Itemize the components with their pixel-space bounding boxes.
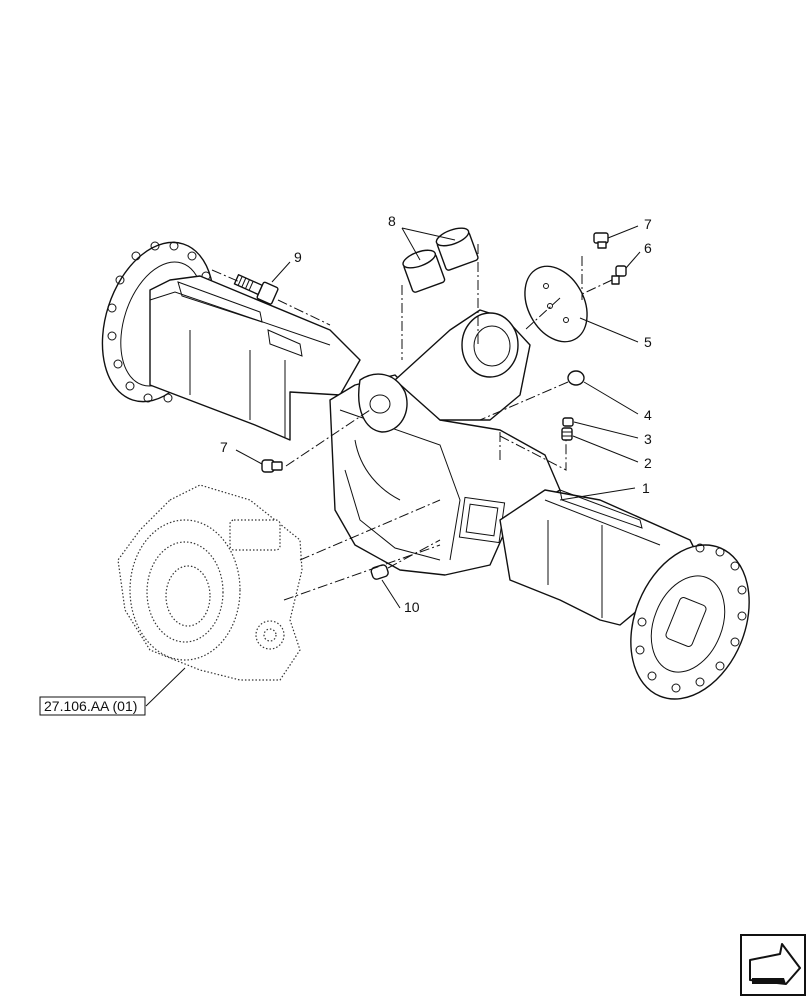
callout-7-left: 7 [220, 439, 263, 465]
callout-number-7-left: 7 [220, 439, 228, 455]
callout-9: 9 [271, 249, 302, 283]
assembly-lines [211, 244, 613, 601]
callout-5: 5 [579, 317, 652, 350]
screw-6 [611, 265, 627, 285]
callout-1: 1 [559, 480, 650, 501]
callout-number-2: 2 [644, 455, 652, 471]
bolt-9 [233, 274, 279, 305]
callout-number-8: 8 [388, 213, 396, 229]
right-flange [630, 543, 750, 700]
callout-number-9: 9 [294, 249, 302, 265]
axle-housing [101, 241, 750, 700]
reference-callout: 27.106.AA (01) [39, 667, 186, 716]
callout-number-3: 3 [644, 431, 652, 447]
callout-number-5: 5 [644, 334, 652, 350]
callout-2: 2 [572, 435, 652, 471]
callout-8: 8 [388, 213, 456, 261]
breather-cap-3 [562, 417, 574, 427]
cover-plate-5 [524, 265, 588, 343]
reference-label: 27.106.AA (01) [44, 698, 137, 714]
bushing-pair [402, 227, 479, 293]
next-page-arrow-icon[interactable] [740, 934, 806, 996]
plug-7-top [593, 232, 609, 249]
callout-10: 10 [381, 579, 420, 615]
callout-6: 6 [625, 240, 652, 269]
nipple-2 [561, 427, 573, 441]
plug-4 [567, 370, 585, 386]
callout-number-10: 10 [404, 599, 420, 615]
left-axle-arm [149, 275, 361, 441]
dowel-pin-10 [370, 564, 389, 580]
plug-7-left [261, 459, 283, 473]
callout-number-1: 1 [642, 480, 650, 496]
callout-number-6: 6 [644, 240, 652, 256]
callout-number-4: 4 [644, 407, 652, 423]
callout-number-7-top: 7 [644, 216, 652, 232]
referenced-drive-assembly [117, 484, 303, 681]
callout-4: 4 [583, 381, 652, 423]
callout-3: 3 [573, 421, 652, 447]
callout-7-top: 7 [607, 216, 652, 239]
